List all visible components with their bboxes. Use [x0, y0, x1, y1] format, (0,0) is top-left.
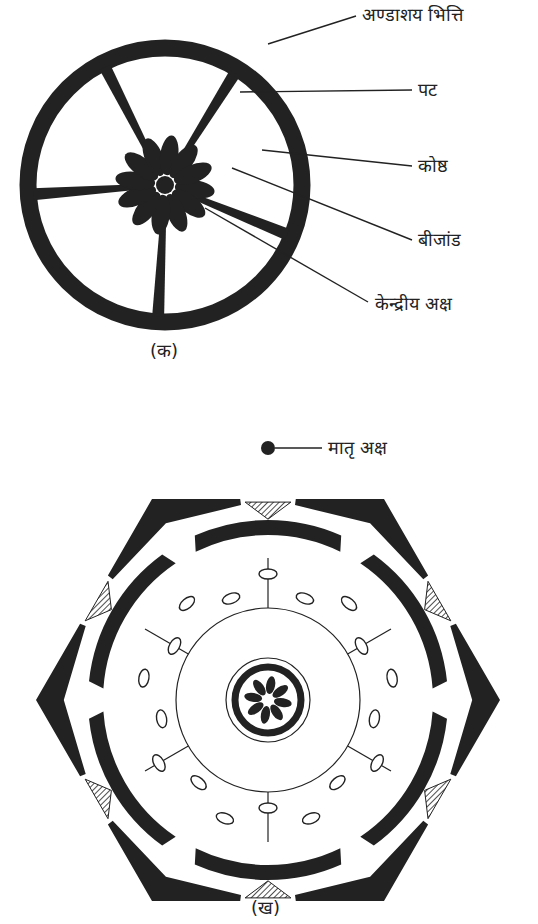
hatched-sepal — [245, 881, 291, 898]
hatched-sepal — [425, 581, 451, 621]
anther — [177, 594, 197, 613]
anther — [188, 773, 208, 792]
anther — [259, 569, 277, 579]
part-label: पट — [418, 79, 437, 101]
leader-line — [262, 150, 412, 166]
filament — [145, 746, 188, 771]
part-label: कोष्ठ — [418, 155, 448, 177]
petal — [195, 520, 341, 552]
petal — [89, 554, 176, 688]
gynoecium-outline — [226, 658, 310, 742]
part-label: केन्द्रीय अक्ष — [375, 293, 452, 315]
anther — [137, 668, 150, 687]
ovule — [268, 702, 286, 722]
petal — [89, 712, 176, 846]
ovule — [270, 683, 290, 701]
ovule — [251, 678, 269, 698]
filament — [267, 558, 268, 608]
anther — [221, 591, 241, 607]
part-label: अण्डाशय भित्ति — [362, 4, 463, 26]
anther — [301, 811, 321, 827]
central-axis — [156, 176, 174, 194]
ovary-wall — [28, 48, 302, 322]
anther — [368, 709, 381, 728]
figure-caption: (क) — [150, 340, 178, 362]
anther — [215, 811, 235, 827]
anther — [327, 773, 347, 792]
part-label: बीजांड — [418, 229, 461, 251]
part-label: मातृ अक्ष — [328, 437, 387, 459]
filament — [348, 746, 391, 771]
leader-line — [268, 16, 356, 44]
gynoecium-wall — [235, 667, 301, 733]
sepal — [36, 624, 86, 777]
anther — [353, 636, 371, 657]
anther — [386, 668, 399, 687]
hatched-sepal — [245, 502, 291, 519]
anther — [150, 753, 168, 774]
leader-line — [275, 447, 322, 448]
petal — [195, 848, 341, 880]
filament — [348, 629, 391, 654]
androecium-ring — [176, 608, 360, 792]
mother-axis — [261, 441, 275, 455]
leader-line — [205, 208, 368, 302]
leader-line — [232, 168, 412, 240]
figure-caption: (ख) — [251, 897, 280, 919]
ovule — [171, 158, 215, 190]
anther — [339, 594, 359, 613]
anther — [259, 803, 277, 813]
hatched-sepal — [85, 581, 111, 621]
anther — [166, 636, 184, 657]
hatched-sepal — [425, 779, 451, 819]
filament — [145, 629, 188, 654]
anther — [295, 591, 315, 607]
petal — [360, 554, 447, 688]
anther — [155, 709, 168, 728]
hatched-sepal — [85, 779, 111, 819]
leader-line — [240, 90, 412, 92]
filament — [267, 792, 268, 842]
anther — [368, 753, 386, 774]
sepal — [450, 624, 500, 777]
ovule — [246, 700, 266, 718]
petal — [360, 712, 447, 846]
